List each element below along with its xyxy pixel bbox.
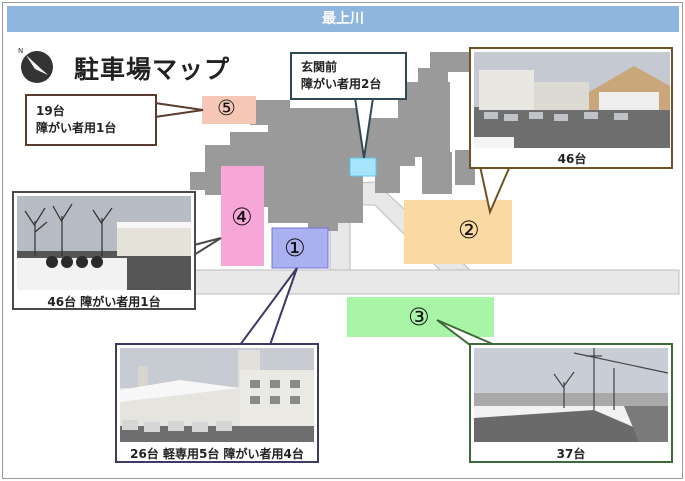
lot-2-photo <box>474 52 670 148</box>
lot-5-area <box>202 96 256 124</box>
compass-icon: N <box>18 47 53 83</box>
lot-4-photo <box>17 196 191 290</box>
lot-5-label: 19台 障がい者用1台 <box>36 103 116 137</box>
lot-5-number: ⑤ <box>217 96 236 120</box>
compass-north-label: N <box>18 47 23 55</box>
lot-2-area <box>404 200 512 264</box>
lot-1-photo <box>120 348 314 442</box>
lot-3-number: ③ <box>408 303 430 331</box>
lot-3-photo <box>474 348 668 442</box>
lot-2-caption: 46台 <box>557 152 587 166</box>
lot-1-number: ① <box>284 234 306 262</box>
lot-2-number: ② <box>458 216 480 244</box>
entrance-area <box>349 157 377 177</box>
lot-1-area <box>271 227 329 269</box>
lot-5-callout-pointer <box>154 101 204 119</box>
lot-5-callout <box>25 94 157 146</box>
entrance-title: 玄関前 <box>301 60 338 74</box>
entrance-label: 玄関前 障がい者用2台 <box>301 59 381 93</box>
main-road <box>194 269 680 295</box>
lot-1-caption: 26台 軽専用5台 障がい者用4台 <box>130 447 304 461</box>
lot-5-count: 19台 <box>36 104 65 118</box>
entrance-accessible: 障がい者用2台 <box>301 77 382 91</box>
entrance-callout <box>290 52 407 100</box>
river-title-bar: 最上川 <box>7 6 679 32</box>
lot-4-caption: 46台 障がい者用1台 <box>47 295 161 309</box>
lot-3-caption: 37台 <box>556 447 586 461</box>
map-title: 駐車場マップ <box>74 55 231 84</box>
lot-4-callout-pointer <box>193 237 222 257</box>
lot-4-area <box>221 166 264 266</box>
lot-4-number: ④ <box>231 203 253 231</box>
lot-5-accessible: 障がい者用1台 <box>36 121 117 135</box>
lot-3-area <box>347 297 494 337</box>
